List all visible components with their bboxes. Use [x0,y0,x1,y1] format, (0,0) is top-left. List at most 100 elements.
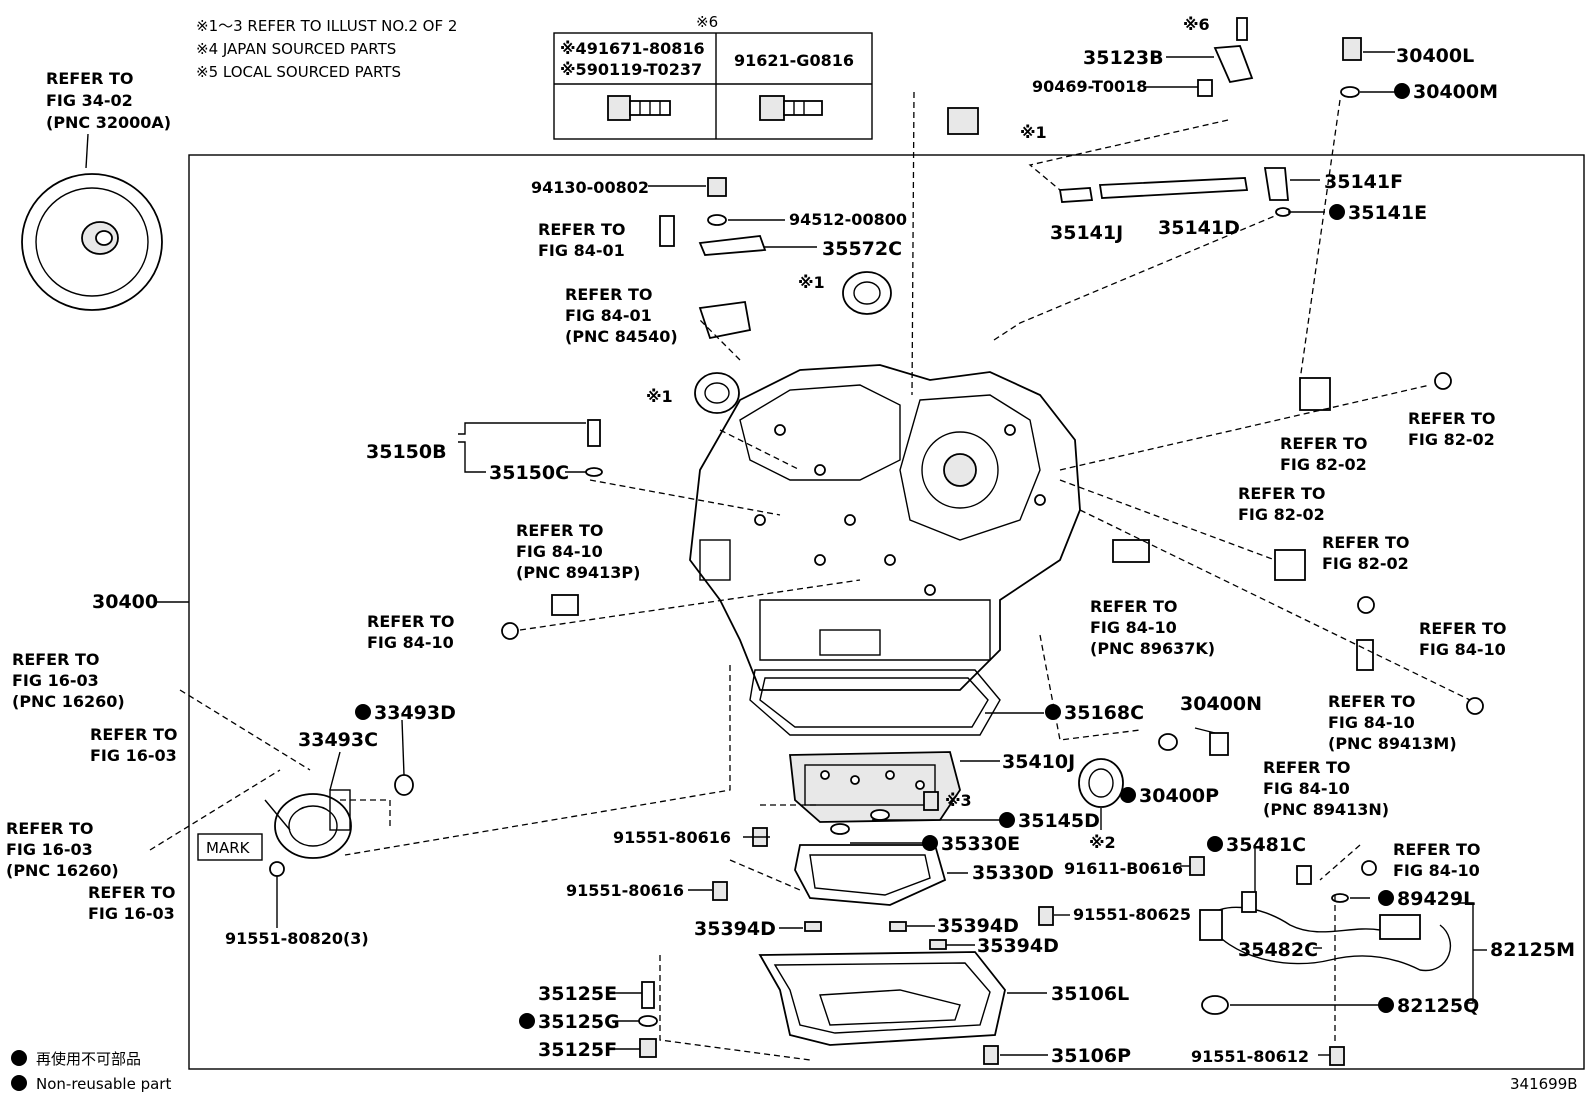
label-35168C: 35168C [1064,702,1144,724]
ref-fig-84-01-bolt: REFER TO FIG 84-01 [538,220,626,260]
table-6-left-1: ※491671-80816 [560,39,705,58]
bolt-ref-84-01 [659,215,675,247]
non-reusable-dot [1120,787,1136,803]
table-6-left-2: ※590119-T0237 [560,60,702,79]
svg-text:FIG 82-02: FIG 82-02 [1238,505,1325,524]
ref-fig-84-10-pnc-89413M: REFER TO FIG 84-10 (PNC 89413M) [1328,692,1457,753]
bolt-91551-80616-b [712,881,728,901]
label-35141J: 35141J [1050,222,1123,244]
svg-text:FIG 82-02: FIG 82-02 [1322,554,1409,573]
svg-text:(PNC 89413P): (PNC 89413P) [516,563,640,582]
label-35145D: 35145D [1018,810,1100,832]
svg-text:FIG 84-10: FIG 84-10 [1419,640,1506,659]
oring-89429L [1331,893,1349,903]
bolt-s6 [1236,17,1248,41]
label-35482C: 35482C [1238,939,1318,961]
label-35150C: 35150C [489,462,569,484]
svg-text:REFER TO: REFER TO [6,819,94,838]
svg-text:FIG 82-02: FIG 82-02 [1408,430,1495,449]
oil-level-gauge-tube-35141D [1098,177,1249,199]
ref-fig-16-03-pnc-16260-a: REFER TO FIG 16-03 (PNC 16260) [12,650,125,711]
oil-pan-35106L [758,951,1006,1046]
clamp-35572C [698,235,767,256]
illustration-id: 341699B [1510,1075,1578,1093]
sensor-89637K [1112,539,1150,563]
label-89429L: 89429L [1397,888,1475,910]
svg-text:FIG 84-01: FIG 84-01 [565,306,652,325]
svg-text:REFER TO: REFER TO [1408,409,1496,428]
svg-text:REFER TO: REFER TO [1419,619,1507,638]
wire-harness-82125M [1204,919,1451,972]
plug-35150B [587,419,601,447]
clamp-90469 [1197,79,1213,97]
label-s1-left: ※1 [646,387,673,406]
bolt-s3 [923,791,939,811]
label-s1-top: ※1 [1020,123,1047,142]
label-35394D-b: 35394D [937,915,1019,937]
oil-strainer-35330D [794,844,947,906]
svg-text:FIG 16-03: FIG 16-03 [6,840,93,859]
label-91551-80625: 91551-80625 [1073,905,1191,924]
svg-text:FIG 82-02: FIG 82-02 [1280,455,1367,474]
label-35394D-a: 35394D [694,918,776,940]
label-30400L: 30400L [1396,45,1474,67]
svg-text:REFER TO: REFER TO [516,521,604,540]
label-s2: ※2 [1089,833,1116,852]
sensor-ref-82-02 [1299,377,1331,411]
plug-35125F [639,1038,657,1058]
bolt-35125E [641,981,655,1009]
label-35125G: 35125G [538,1011,620,1033]
svg-text:REFER TO: REFER TO [12,650,100,669]
bolt-84-10-left [501,622,519,640]
non-reusable-dot [355,704,371,720]
torque-ref-3: (PNC 32000A) [46,113,171,132]
ref-fig-16-03-a: REFER TO FIG 16-03 [90,725,178,765]
ref-fig-82-02-b: REFER TO FIG 82-02 [1280,434,1368,474]
svg-text:REFER TO: REFER TO [1393,840,1481,859]
label-94130-00802: 94130-00802 [531,178,649,197]
sensor-89413M [1356,639,1374,671]
svg-text:REFER TO: REFER TO [90,725,178,744]
ref-fig-82-02-a: REFER TO FIG 82-02 [1408,409,1496,449]
svg-text:REFER TO: REFER TO [1322,533,1410,552]
svg-text:(PNC 89413M): (PNC 89413M) [1328,734,1457,753]
bolt-35106P [983,1045,999,1065]
svg-text:FIG 84-10: FIG 84-10 [1090,618,1177,637]
shift-lever-ref [698,300,752,340]
sensor-ref-82-02-b [1274,549,1306,581]
sensor-89413P [551,594,579,616]
svg-text:REFER TO: REFER TO [88,883,176,902]
bolt-82-02-b [1357,596,1375,614]
table-6-frame [553,32,873,140]
oil-cooler-33493C [264,789,352,877]
sensor-89413N [1296,865,1312,885]
label-35150B: 35150B [366,441,447,463]
diagram-frame [188,154,1585,1070]
bolt-91551-80625 [1038,906,1054,926]
plug-30400L [1342,37,1362,61]
bolt-with-nut-icon [759,95,823,121]
svg-text:REFER TO: REFER TO [1328,692,1416,711]
bolt-84-10-right [1466,697,1484,715]
note-5: ※5 LOCAL SOURCED PARTS [196,63,401,81]
leader-lines [156,51,1487,1056]
label-35572C: 35572C [822,238,902,260]
svg-text:REFER TO: REFER TO [1090,597,1178,616]
svg-text:REFER TO: REFER TO [538,220,626,239]
label-35141F: 35141F [1324,171,1403,193]
flange-bolt-icon [607,95,671,121]
label-35394D-c: 35394D [977,935,1059,957]
bolt-91551-80820 [269,861,285,877]
oil-seal-30400P [1078,758,1124,808]
label-35125E: 35125E [538,983,617,1005]
label-35481C: 35481C [1226,834,1306,856]
label-35106P: 35106P [1051,1045,1131,1067]
non-reusable-dot [922,835,938,851]
transaxle-case [689,364,1081,691]
svg-text:FIG 16-03: FIG 16-03 [90,746,177,765]
gasket-35125G [638,1015,658,1027]
label-91551-80820: 91551-80820(3) [225,929,369,948]
ref-fig-84-10-left: REFER TO FIG 84-10 [367,612,455,652]
non-reusable-dot [1207,836,1223,852]
svg-text:REFER TO: REFER TO [1280,434,1368,453]
